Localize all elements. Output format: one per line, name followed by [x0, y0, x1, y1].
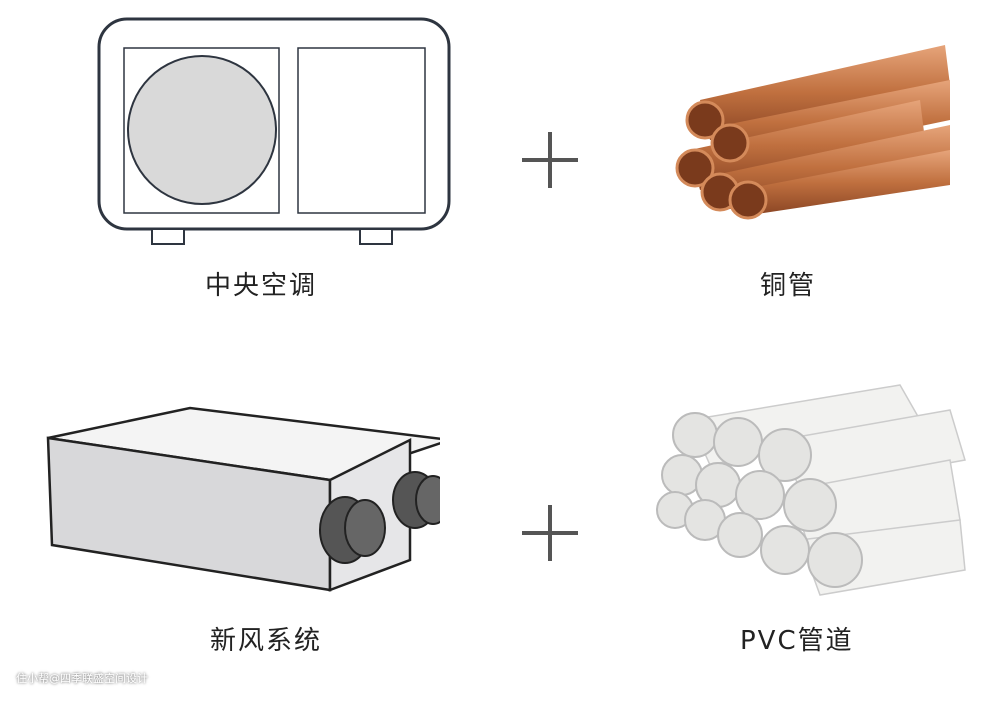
central-ac-illustration [97, 17, 451, 245]
plus-icon [522, 132, 578, 188]
pvc-pipes-image [656, 384, 966, 596]
label-fresh-air-system: 新风系统 [210, 626, 323, 656]
copper-pipes-image [675, 45, 950, 220]
label-copper-pipe: 铜管 [760, 271, 817, 301]
watermark: 住小帮@四季联盛空间设计 [16, 672, 148, 685]
plus-icon [522, 505, 578, 561]
label-pvc-pipe: PVC管道 [740, 626, 854, 656]
label-central-ac: 中央空调 [205, 271, 318, 301]
fresh-air-system-illustration [46, 406, 440, 592]
